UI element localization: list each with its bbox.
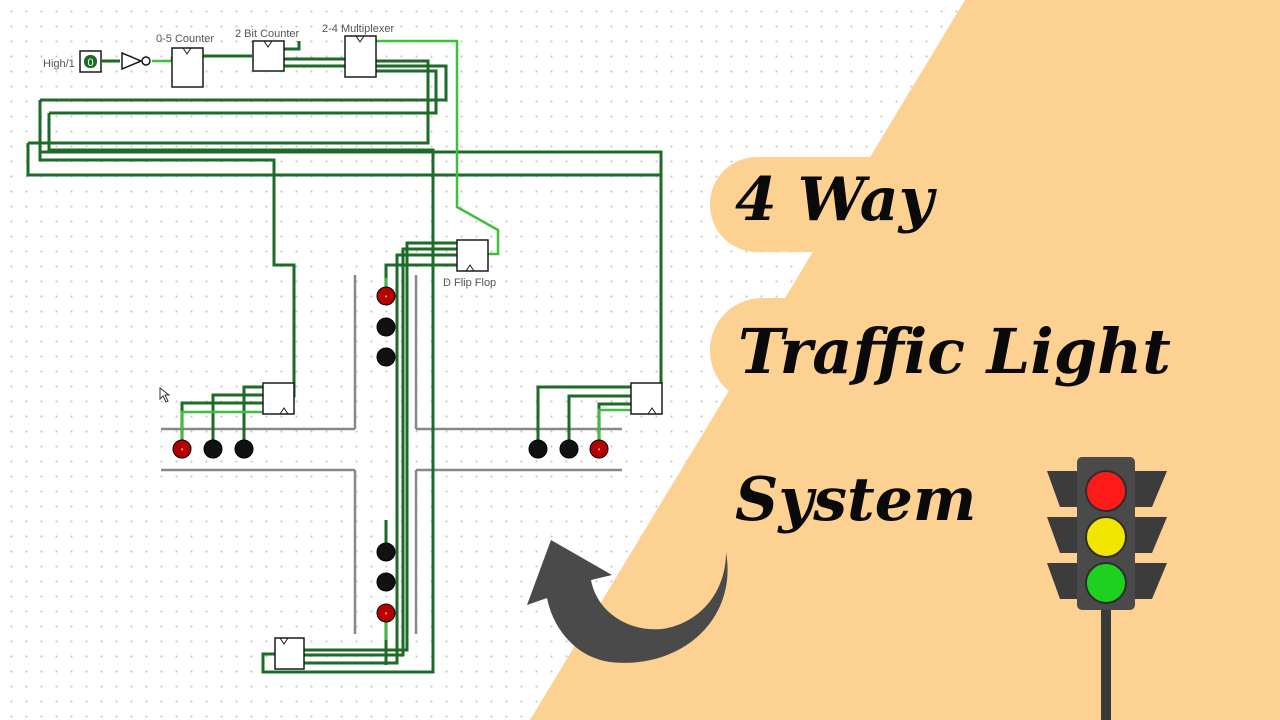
title-line-2: Traffic Light xyxy=(738,315,1171,388)
multiplexer-label: 2-4 Multiplexer xyxy=(322,23,394,35)
signal-controller-south[interactable] xyxy=(274,637,305,670)
lamp-south-glyph: • xyxy=(385,609,388,618)
multiplexer-2-4[interactable] xyxy=(344,35,377,78)
title-highlight-1 xyxy=(710,157,1010,252)
title-highlight-2 xyxy=(710,298,1210,403)
lamp-south-1 xyxy=(376,542,396,562)
cursor-icon xyxy=(159,386,171,403)
lamp-north-1 xyxy=(376,286,396,306)
intersection-roads xyxy=(161,275,622,634)
counter-2-bit-label: 2 Bit Counter xyxy=(235,28,300,40)
not-gate[interactable] xyxy=(121,51,151,71)
lamp-south-2 xyxy=(376,572,396,592)
counter-2-bit[interactable] xyxy=(252,40,285,72)
lamp-south-3 xyxy=(376,603,396,623)
input-switch[interactable] xyxy=(79,50,102,73)
lamp-east-glyph: • xyxy=(598,445,601,454)
lamp-north-3 xyxy=(376,347,396,367)
light-green-lamp xyxy=(1085,562,1127,604)
input-label: High/1 xyxy=(43,58,75,70)
title-line-1: 4 Way xyxy=(735,165,934,235)
light-yellow-lamp xyxy=(1085,516,1127,558)
signal-controller-west[interactable] xyxy=(262,382,295,415)
lamp-west-2 xyxy=(203,439,223,459)
traffic-light-icon xyxy=(1047,457,1167,720)
lamp-west-1 xyxy=(172,439,192,459)
input-value: 0 xyxy=(87,57,93,69)
lamp-west-3 xyxy=(234,439,254,459)
counter-0-5-label: 0-5 Counter xyxy=(156,33,214,45)
lamp-north-2 xyxy=(376,317,396,337)
d-flip-flop[interactable] xyxy=(456,239,489,272)
lamp-west-glyph: • xyxy=(181,445,184,454)
title-line-3: System xyxy=(735,465,977,535)
signal-controller-east[interactable] xyxy=(630,382,663,415)
light-red-lamp xyxy=(1085,470,1127,512)
lamp-east-1 xyxy=(528,439,548,459)
lamp-north-glyph: • xyxy=(385,292,388,301)
d-flip-flop-label: D Flip Flop xyxy=(443,277,496,289)
lamp-east-3 xyxy=(589,439,609,459)
curved-arrow-icon xyxy=(527,540,728,663)
signal-lamps: • • • • xyxy=(172,286,609,623)
lamp-east-2 xyxy=(559,439,579,459)
circuit-wires xyxy=(26,39,663,674)
counter-0-5[interactable] xyxy=(171,47,204,88)
